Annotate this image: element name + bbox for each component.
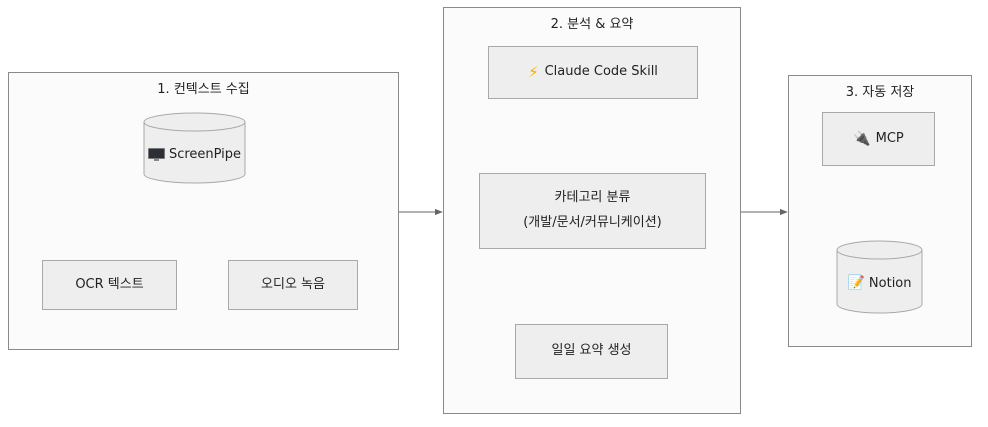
audio-recording-label: 오디오 녹음 [261,276,325,292]
ocr-text-node[interactable]: OCR 텍스트 [42,260,177,310]
category-subtitle-label: (개발/문서/커뮤니케이션) [523,215,662,230]
category-classification-node[interactable]: 카테고리 분류 (개발/문서/커뮤니케이션) [479,173,706,249]
analysis-group-title: 2. 분석 & 요약 [550,17,634,32]
notion-node[interactable]: 📝 Notion [836,240,923,314]
screenpipe-label: ScreenPipe [168,146,242,162]
ocr-text-label: OCR 텍스트 [75,276,144,292]
lightning-icon: ⚡ [528,63,539,81]
category-title-label: 카테고리 분류 [554,190,631,206]
daily-summary-node[interactable]: 일일 요약 생성 [515,324,668,379]
plug-icon: 🔌 [853,131,871,147]
claude-code-skill-label: Claude Code Skill [544,64,658,80]
storage-group-title: 3. 자동 저장 [845,85,915,100]
mcp-label: MCP [875,130,904,146]
screenpipe-node[interactable]: ScreenPipe [143,112,246,184]
notion-label: Notion [868,275,912,291]
memo-icon: 📝 [847,275,865,291]
context-group-title: 1. 컨텍스트 수집 [157,82,250,97]
screenpipe-cylinder-shape [143,112,246,184]
mcp-node[interactable]: 🔌 MCP [822,112,935,166]
daily-summary-label: 일일 요약 생성 [551,343,632,359]
claude-code-skill-node[interactable]: ⚡ Claude Code Skill [488,46,698,99]
audio-recording-node[interactable]: 오디오 녹음 [228,260,358,310]
notion-cylinder-shape [836,240,923,314]
monitor-icon [147,147,165,161]
